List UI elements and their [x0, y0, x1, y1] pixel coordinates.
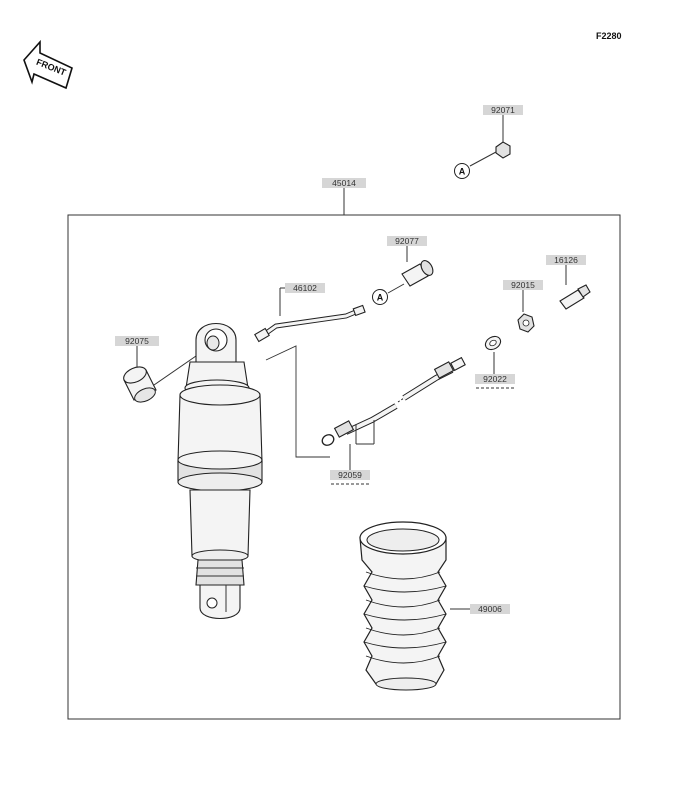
part-label-49006: 49006: [450, 604, 510, 614]
nut-92015: [517, 313, 535, 333]
svg-text:92022: 92022: [483, 374, 507, 384]
figure-id: F2280: [596, 31, 622, 41]
shock-absorber: [177, 322, 263, 619]
part-label-45014: 45014: [322, 178, 366, 215]
svg-text:46102: 46102: [293, 283, 317, 293]
svg-text:92071: 92071: [491, 105, 515, 115]
nut-92071: [469, 141, 511, 167]
svg-text:92059: 92059: [338, 470, 362, 480]
svg-text:49006: 49006: [478, 604, 502, 614]
svg-text:45014: 45014: [332, 178, 356, 188]
part-label-92071: 92071: [483, 105, 523, 143]
part-label-92077: 92077: [387, 236, 427, 262]
part-label-92059: 92059: [330, 420, 375, 485]
part-label-92075: 92075: [115, 336, 159, 370]
svg-text:A: A: [459, 167, 466, 177]
o-ring: [321, 434, 335, 446]
part-label-92015: 92015: [503, 280, 543, 312]
callout-a-top: A: [454, 163, 470, 179]
assembly-frame: [67, 214, 621, 720]
part-label-16126: 16126: [546, 255, 586, 285]
boot-49006: [359, 521, 447, 691]
svg-text:16126: 16126: [554, 255, 578, 265]
washer-92022: [484, 335, 502, 351]
connector-lines: [265, 345, 330, 458]
hose-assy: [333, 356, 466, 438]
svg-text:92015: 92015: [511, 280, 535, 290]
svg-text:92075: 92075: [125, 336, 149, 346]
fitting-92077: [387, 260, 434, 294]
hose-46102: [254, 304, 366, 343]
svg-text:A: A: [377, 293, 384, 303]
bleeder-16126: [559, 284, 591, 310]
bushing-92075: [123, 355, 197, 403]
front-arrow-icon: FRONT: [23, 39, 73, 90]
part-label-46102: 46102: [279, 283, 325, 316]
part-label-92022: 92022: [475, 352, 515, 389]
callout-a-mid: A: [372, 289, 388, 305]
svg-text:92077: 92077: [395, 236, 419, 246]
